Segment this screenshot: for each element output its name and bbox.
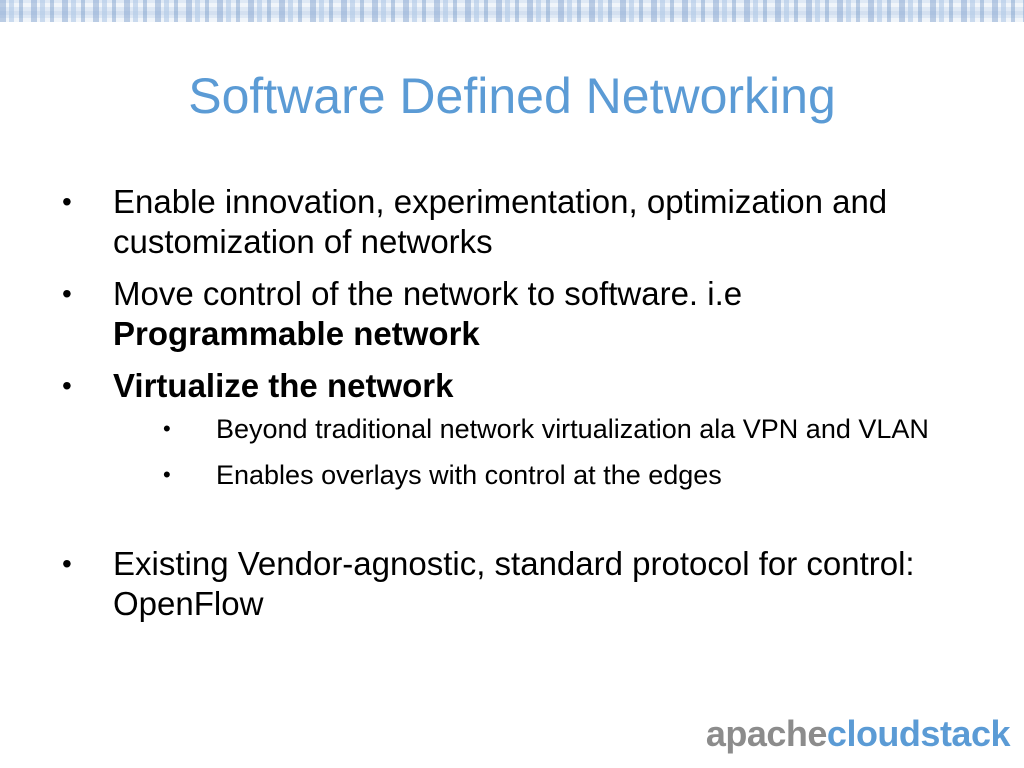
sub-bullet-item: • Beyond traditional network virtualizat… bbox=[163, 412, 980, 446]
slide-content: • Enable innovation, experimentation, op… bbox=[60, 182, 980, 624]
bullet-text: Enable innovation, experimentation, opti… bbox=[113, 183, 888, 260]
bullet-item: • Move control of the network to softwar… bbox=[60, 274, 980, 354]
apache-cloudstack-logo: apachecloudstack bbox=[705, 712, 1011, 756]
slide-title: Software Defined Networking bbox=[188, 68, 836, 124]
bullet-dot-icon: • bbox=[62, 186, 72, 217]
bullet-item: • Virtualize the network bbox=[60, 366, 980, 406]
logo-part-cloudstack: cloudstack bbox=[826, 713, 1011, 754]
sub-bullet-item: • Enables overlays with control at the e… bbox=[163, 458, 980, 492]
bullet-text-bold: Virtualize the network bbox=[113, 367, 454, 404]
sub-bullet-dot-icon: • bbox=[163, 462, 171, 487]
bullet-dot-icon: • bbox=[62, 548, 72, 579]
bullet-text: Existing Vendor-agnostic, standard proto… bbox=[113, 545, 915, 622]
sub-bullet-text: Enables overlays with control at the edg… bbox=[216, 460, 722, 490]
bullet-dot-icon: • bbox=[62, 370, 72, 401]
bullet-item: • Enable innovation, experimentation, op… bbox=[60, 182, 980, 262]
decorative-top-border bbox=[0, 0, 1024, 22]
bullet-text: Move control of the network to software.… bbox=[113, 274, 980, 354]
bullet-dot-icon: • bbox=[62, 278, 72, 309]
bullet-item: • Existing Vendor-agnostic, standard pro… bbox=[60, 544, 980, 624]
bullet-text-prefix: Move control of the network to software.… bbox=[113, 275, 743, 312]
sub-bullet-text: Beyond traditional network virtualizatio… bbox=[216, 414, 929, 444]
logo-part-apache: apache bbox=[705, 713, 828, 754]
sub-bullet-dot-icon: • bbox=[163, 416, 171, 441]
bullet-text-bold: Programmable network bbox=[113, 315, 480, 352]
